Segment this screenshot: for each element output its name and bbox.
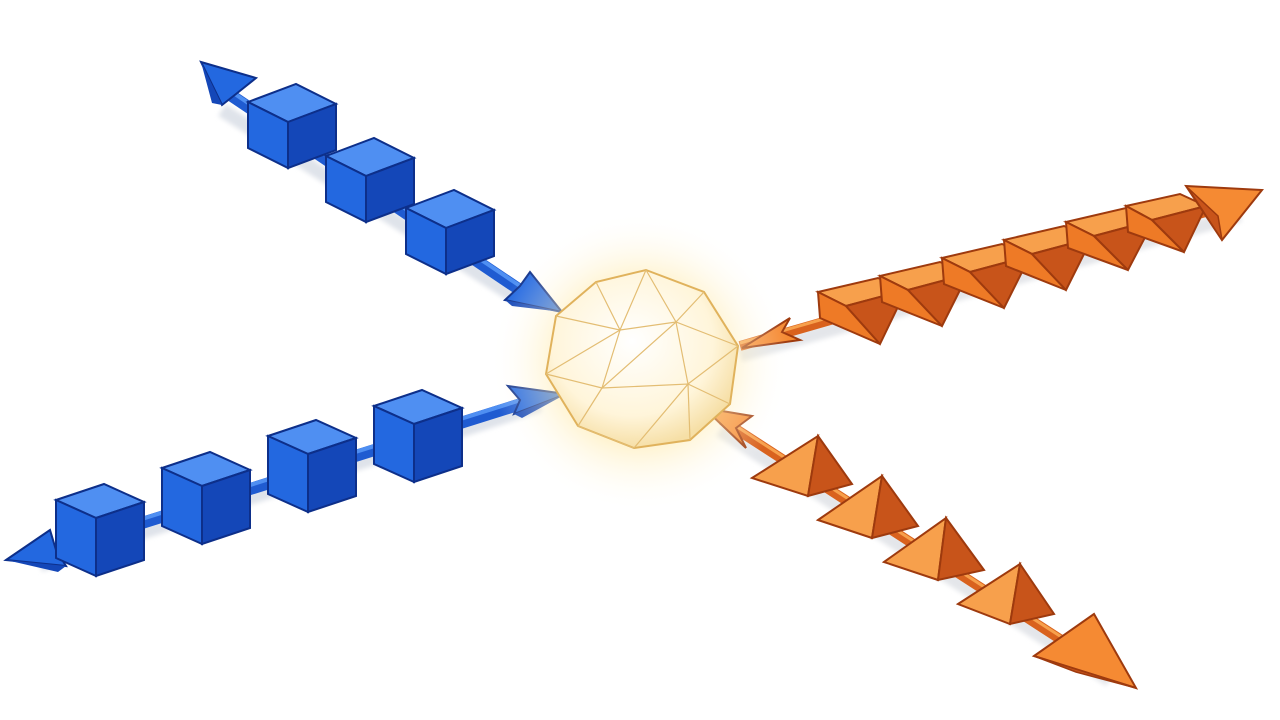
arrowhead-side bbox=[6, 560, 66, 572]
faceted-polyhedron-icon bbox=[544, 268, 740, 450]
arrowhead-icon bbox=[199, 60, 259, 107]
cube-block bbox=[159, 450, 253, 546]
cube-block bbox=[265, 418, 359, 514]
arrowhead-side bbox=[201, 62, 222, 105]
pyramid-block bbox=[881, 515, 986, 582]
arrowhead-icon bbox=[1031, 612, 1139, 690]
cube-block bbox=[323, 136, 417, 224]
blue-lower-arm bbox=[3, 384, 567, 578]
central-core bbox=[490, 212, 790, 512]
orange-lower-arm bbox=[700, 406, 1139, 690]
pyramid-block bbox=[955, 561, 1056, 626]
arrowhead-icon bbox=[1184, 184, 1264, 242]
orange-upper-arm bbox=[738, 184, 1264, 362]
cube-block bbox=[371, 388, 465, 484]
blue-upper-arm bbox=[199, 60, 565, 314]
cube-block bbox=[403, 188, 497, 276]
connector-rod-highlight bbox=[721, 415, 1101, 664]
pyramid-block bbox=[815, 473, 920, 540]
cube-block bbox=[245, 82, 339, 170]
cube-block bbox=[53, 482, 147, 578]
pyramid-block bbox=[749, 433, 854, 498]
prism-block bbox=[1123, 192, 1209, 254]
